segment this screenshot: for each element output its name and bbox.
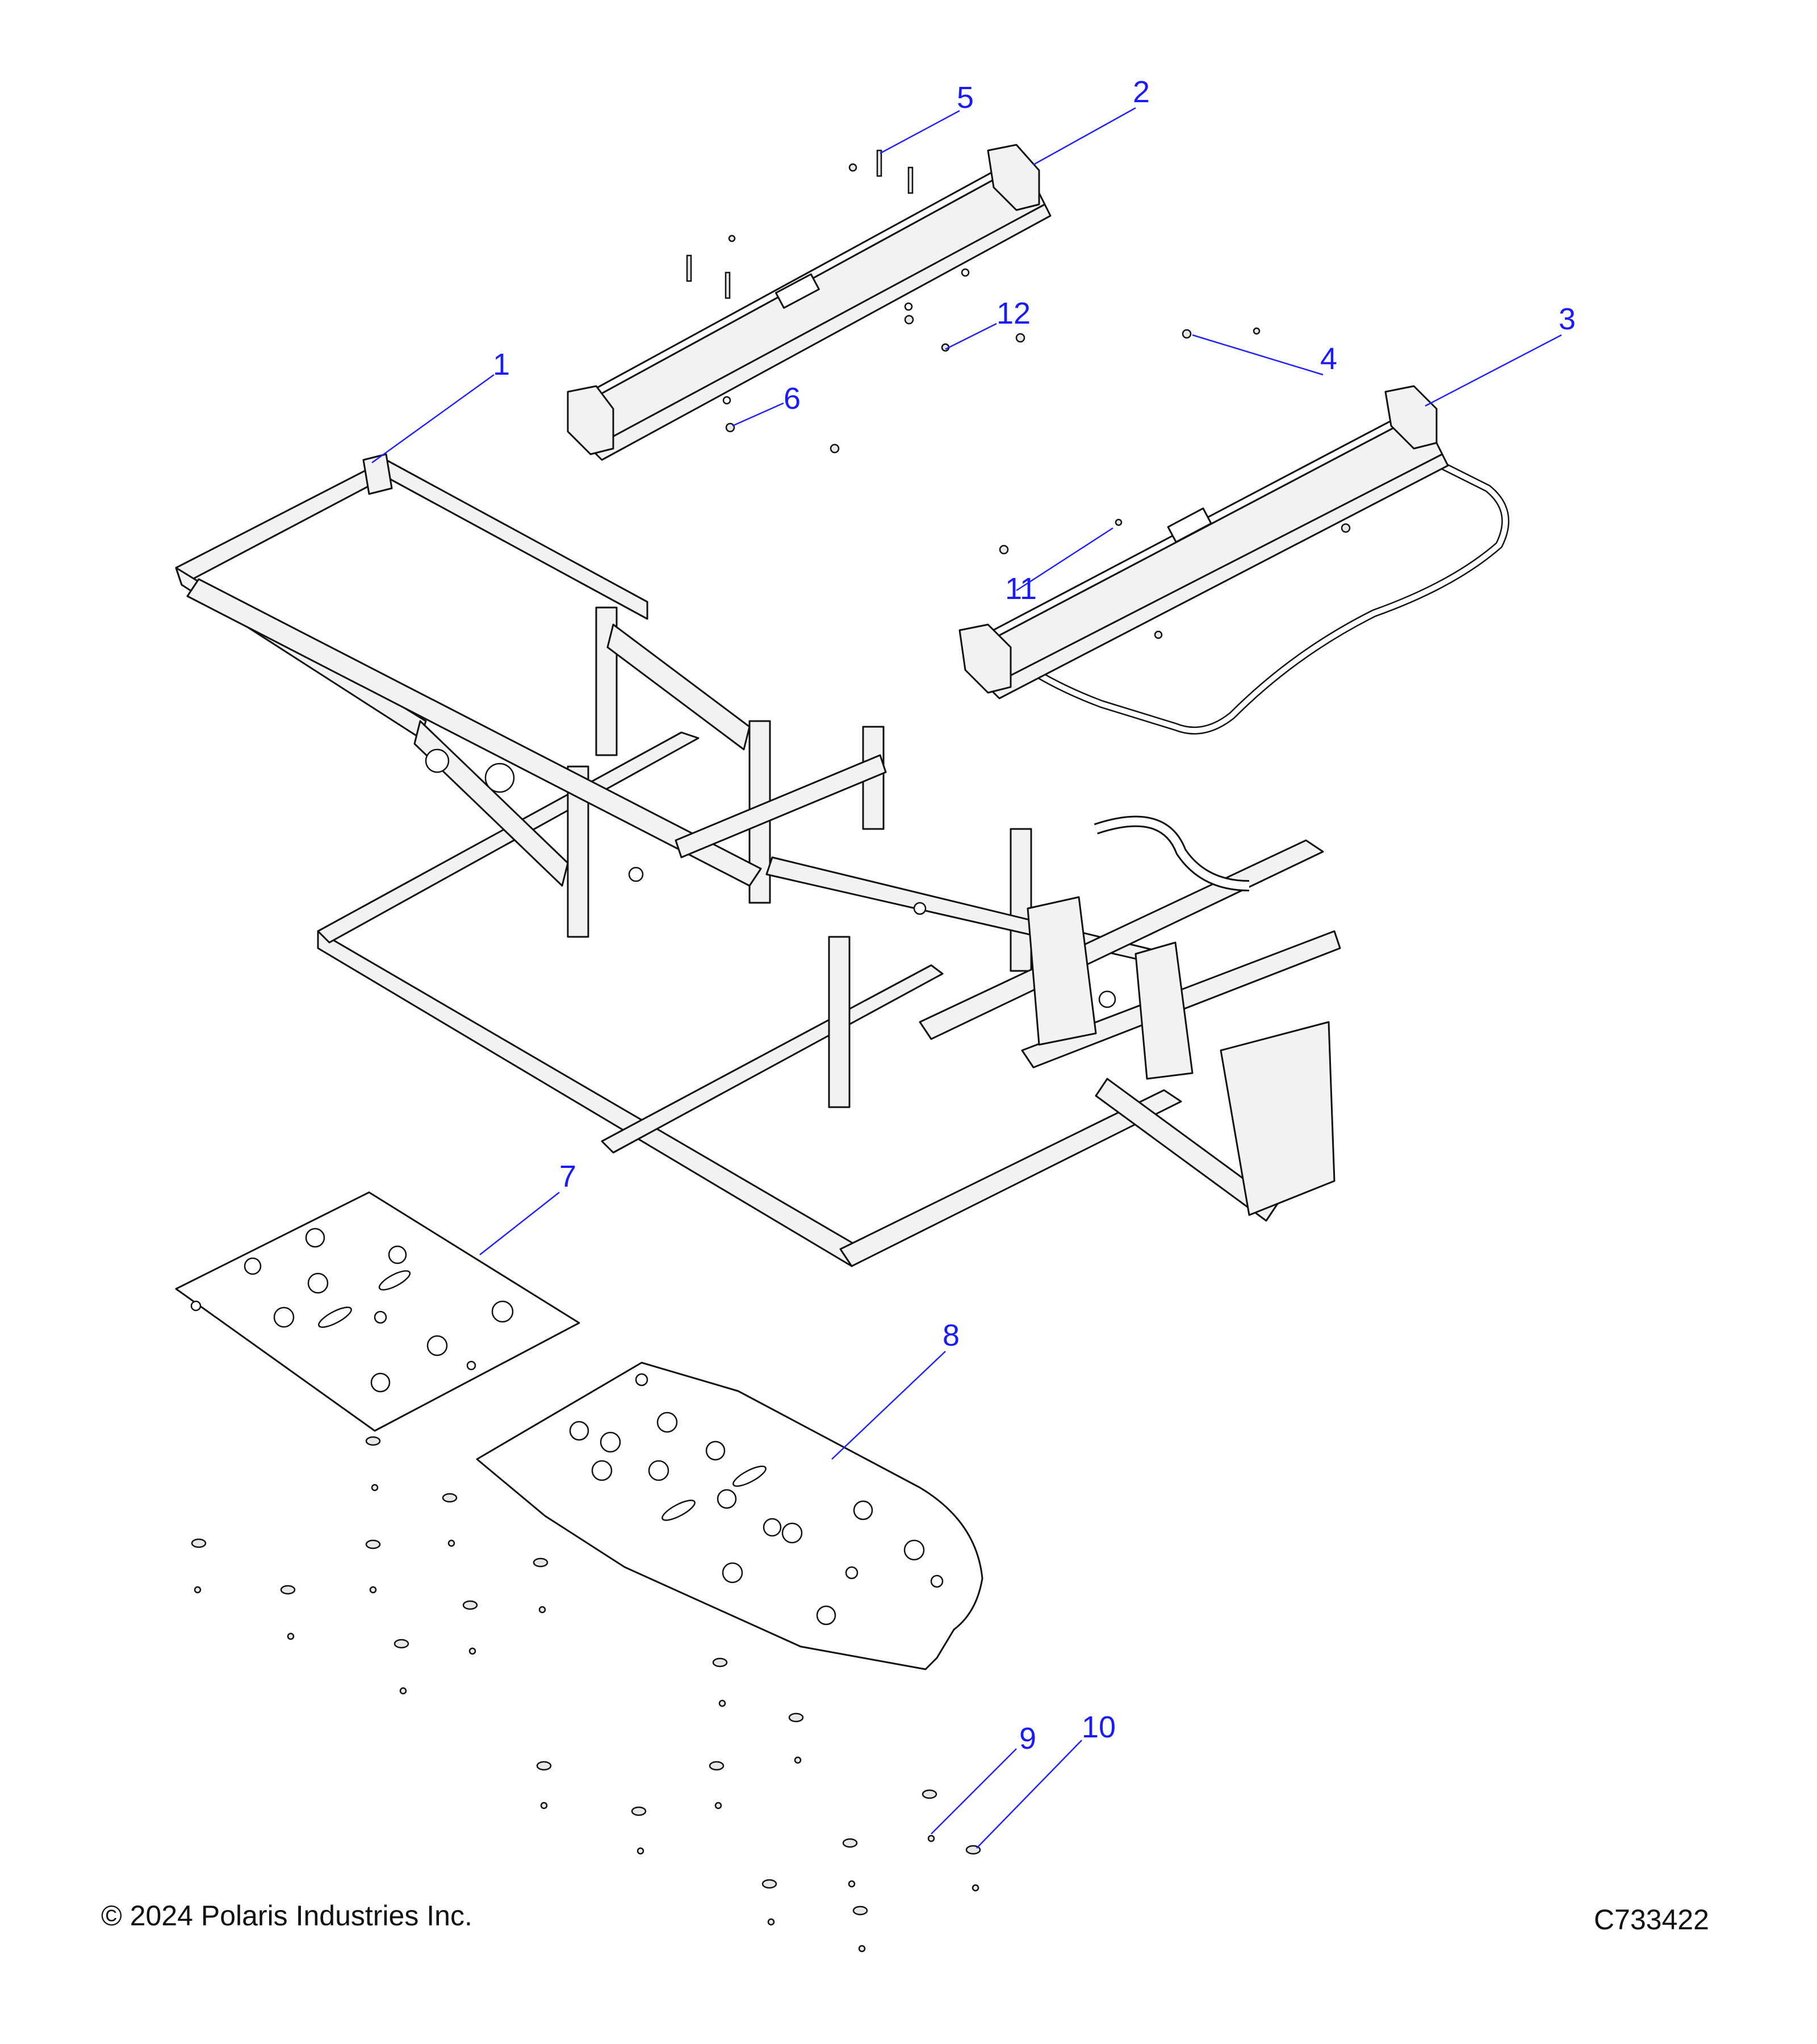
callout-7: 7 xyxy=(559,1159,576,1193)
callout-1: 1 xyxy=(493,347,510,382)
callout-3: 3 xyxy=(1559,302,1576,336)
callout-10: 10 xyxy=(1082,1710,1116,1744)
diagram-code: C733422 xyxy=(1594,1904,1709,1936)
leader-4 xyxy=(1192,334,1324,376)
callout-4: 4 xyxy=(1320,342,1337,376)
skid-plate-7 xyxy=(175,1191,580,1432)
callout-labels: 1 2 3 4 5 6 7 8 9 10 11 12 xyxy=(493,75,1576,1756)
copyright-notice: © 2024 Polaris Industries Inc. xyxy=(101,1900,472,1932)
callout-9: 9 xyxy=(1019,1722,1036,1756)
seat-support-2 xyxy=(567,144,1132,515)
leader-3 xyxy=(1425,334,1562,407)
leader-1 xyxy=(371,374,495,464)
leader-11 xyxy=(1016,527,1113,592)
fasteners xyxy=(191,149,1351,1953)
callout-5: 5 xyxy=(957,81,974,115)
skid-plate-8 xyxy=(476,1362,983,1670)
leader-2 xyxy=(1033,107,1136,166)
leader-7 xyxy=(479,1192,560,1255)
leader-6 xyxy=(732,402,784,427)
leader-lines xyxy=(371,107,1562,1849)
leader-9 xyxy=(931,1748,1017,1834)
leader-8 xyxy=(831,1351,946,1460)
callout-6: 6 xyxy=(784,382,801,416)
callout-8: 8 xyxy=(943,1318,960,1352)
seat-support-3 xyxy=(958,385,1510,735)
callout-11: 11 xyxy=(1005,572,1037,606)
main-frame-1 xyxy=(175,453,1341,1267)
callout-2: 2 xyxy=(1133,75,1150,109)
leader-5 xyxy=(880,110,960,154)
callout-12: 12 xyxy=(997,296,1031,330)
leader-10 xyxy=(976,1740,1082,1849)
leader-12 xyxy=(945,322,997,350)
